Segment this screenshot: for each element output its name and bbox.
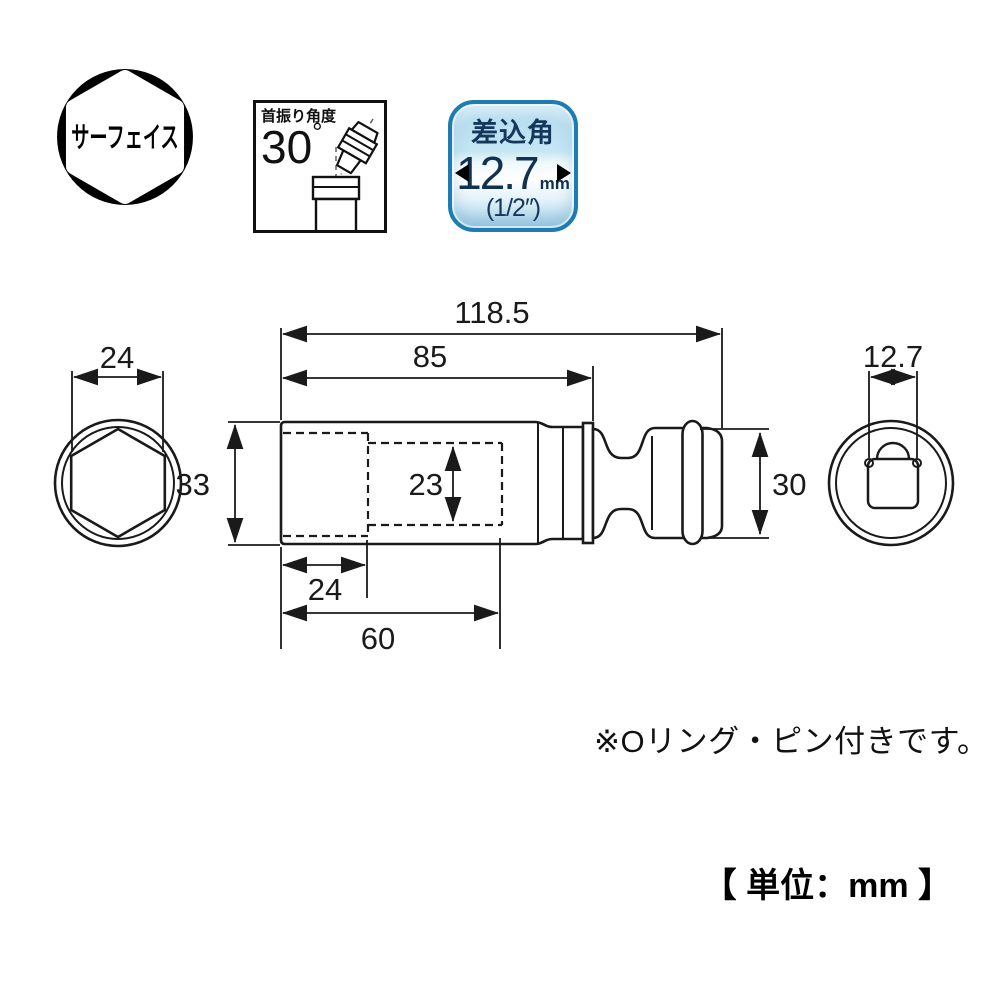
dim-hex-depth: 24 (308, 572, 342, 607)
swivel-angle-number: 30 (261, 121, 313, 173)
swivel-angle-title: 首振り角度 (261, 108, 337, 125)
swivel-angle-box: 首振り角度 30° (253, 100, 387, 233)
dim-hex-width: 24 (100, 340, 134, 375)
surface-label: サーフェイス (71, 122, 179, 154)
drive-size-value: 12.7 mm (456, 146, 570, 200)
dim-outer-diameter: 33 (176, 467, 210, 502)
hex-bore-outline (69, 427, 167, 539)
hex-face-view: 24 (53, 340, 183, 548)
left-arrow-icon (455, 164, 469, 182)
drive-size-number: 12.7 (456, 147, 540, 199)
square-drive-outline (866, 457, 920, 510)
side-view: 118.5 85 33 23 30 24 60 (176, 295, 807, 656)
dim-joint-diameter: 30 (772, 467, 806, 502)
accessory-note: ※Oリング・ピン付きです。 (594, 724, 989, 759)
right-arrow-icon (557, 164, 571, 182)
drive-size-badge: 差込角 12.7 mm (1/2″) (448, 100, 578, 232)
swivel-angle-value: 30° (261, 117, 323, 171)
o-ring (681, 419, 704, 546)
unit-label: 【 単位：mm 】 (702, 867, 952, 905)
dim-body-length: 85 (413, 339, 447, 374)
hexagon-icon (65, 70, 185, 204)
dim-overall-length: 118.5 (454, 295, 529, 330)
dim-inner-bore: 23 (409, 467, 443, 502)
dim-drive-size: 12.7 (863, 339, 923, 374)
degree-symbol: ° (312, 117, 323, 147)
drive-face-view: 12.7 (827, 339, 955, 547)
drive-size-title: 差込角 (471, 118, 555, 148)
dim-bore-depth: 60 (361, 621, 395, 656)
pin-ball-dome (875, 441, 911, 460)
socket-body-outline (279, 420, 585, 546)
surface-hex-badge: サーフェイス (57, 69, 193, 205)
drive-size-inch: (1/2″) (485, 194, 541, 222)
ring-band (581, 421, 595, 545)
swivel-socket-illustration (311, 118, 379, 230)
